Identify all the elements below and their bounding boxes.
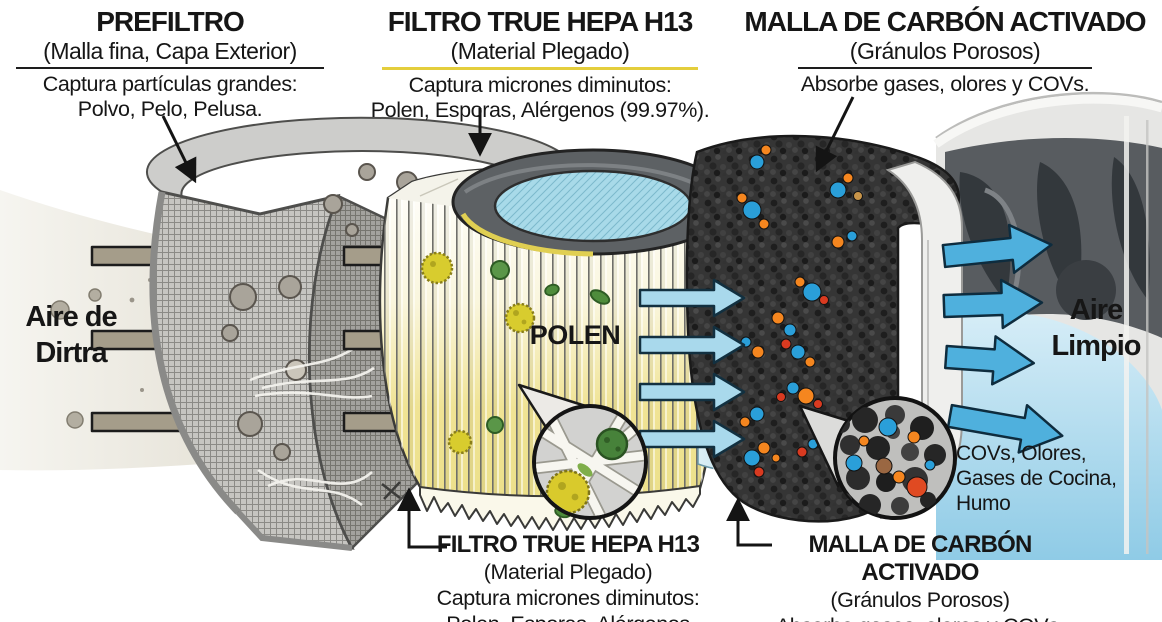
covs-line1: COVs, Olores, — [956, 442, 1087, 465]
carbon-magnifier — [798, 396, 957, 520]
hepa-subtitle: (Material Plegado) — [450, 38, 630, 64]
leader-arrows — [161, 96, 855, 184]
footer-hepa: FILTRO TRUE HEPA H13 (Material Plegado) … — [400, 531, 736, 622]
footer-hepa-desc1: Captura micrones diminutos: — [436, 586, 700, 610]
hepa-desc2: Polen, Esporas, Alérgenos (99.97%). — [370, 98, 710, 122]
pollen-particles — [420, 251, 536, 455]
carbon-subtitle: (Gránulos Porosos) — [849, 38, 1041, 64]
prefilter-subtitle: (Malla fina, Capa Exterior) — [43, 38, 297, 64]
dirty-air-line1: Aire de — [25, 301, 117, 333]
clean-air-line2: Limpio — [1051, 330, 1141, 362]
hepa-title: FILTRO TRUE HEPA H13 — [387, 6, 694, 37]
hepa-magnifier — [517, 383, 648, 520]
trapped-fibers — [249, 339, 375, 507]
prefilter-underline — [16, 67, 324, 69]
footer-carbon-title: MALLA DE CARBÓN ACTIVADO — [808, 531, 1032, 586]
footer-hepa-desc2: Polen, Esporas, Alérgenos (99.97%). — [400, 611, 736, 622]
dirty-air-line2: Dirtra — [35, 337, 107, 369]
polen-label: POLEN — [529, 320, 621, 350]
prefilter-desc2: Polvo, Pelo, Pelusa. — [77, 97, 263, 121]
header-carbon: MALLA DE CARBÓN ACTIVADO (Gránulos Poros… — [728, 6, 1162, 97]
prefilter-title: PREFILTRO — [96, 6, 245, 37]
gas-molecules — [736, 144, 863, 478]
footer-carbon-subtitle: (Gránulos Porosos) — [830, 588, 1010, 612]
prefilter-desc1: Captura partículas grandes: — [42, 72, 298, 96]
yellow-rim — [460, 212, 594, 257]
purifier-housing — [933, 91, 1162, 560]
clean-air-arrows-out — [941, 223, 1064, 454]
carbon-desc1: Absorbe gases, olores y COVs. — [800, 72, 1090, 96]
header-prefilter: PREFILTRO (Malla fina, Capa Exterior) Ca… — [8, 6, 332, 122]
carbon-title: MALLA DE CARBÓN ACTIVADO — [744, 6, 1146, 37]
footer-hepa-subtitle: (Material Plegado) — [483, 560, 653, 584]
clean-air-line1: Aire — [1069, 294, 1123, 326]
footer-brackets — [397, 487, 772, 549]
header-hepa: FILTRO TRUE HEPA H13 (Material Plegado) … — [352, 6, 728, 123]
hepa-core-opening — [493, 169, 693, 243]
carbon-underline — [798, 67, 1092, 69]
covs-line2: Gases de Cocina, Humo — [956, 467, 1117, 515]
clean-air-arrows-mid — [638, 278, 746, 459]
footer-carbon-desc1: Absorbe gases, olores y COVs. — [748, 613, 1092, 622]
hepa-desc1: Captura micrones diminutos: — [408, 73, 672, 97]
footer-carbon: MALLA DE CARBÓN ACTIVADO (Gránulos Poros… — [748, 531, 1092, 622]
dirty-air-label: Aire de Dirtra — [6, 299, 136, 371]
footer-hepa-title: FILTRO TRUE HEPA H13 — [436, 531, 700, 558]
hepa-underline — [382, 67, 698, 70]
hepa-filter-drum — [378, 148, 735, 531]
covs-note: COVs, Olores, Gases de Cocina, Humo — [956, 441, 1162, 516]
clean-air-label: Aire Limpio — [1030, 292, 1162, 364]
